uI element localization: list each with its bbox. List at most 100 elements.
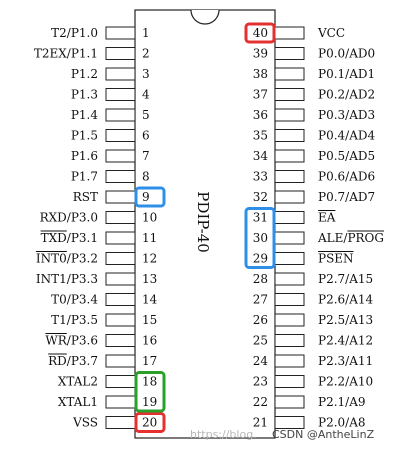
- pin-lead: [274, 26, 305, 40]
- pin-number: 27: [253, 293, 268, 307]
- pin-number: 22: [253, 395, 268, 409]
- pin-lead: [274, 334, 305, 347]
- pin-lead: [274, 395, 305, 409]
- pin-39: P0.0/AD0 39: [253, 47, 375, 61]
- pin-lead: [274, 67, 305, 81]
- pin-lead: [274, 129, 305, 142]
- pin-name: PSEN: [318, 252, 354, 266]
- pin-lead: [105, 190, 136, 204]
- pin-lead: [105, 416, 136, 429]
- pin-22: P2.1/A9 22: [253, 395, 366, 409]
- pin-number: 34: [253, 149, 269, 163]
- pin-lead: [274, 88, 305, 101]
- pin-name: P0.3/AD3: [318, 108, 375, 122]
- pin-name: P2.2/A10: [318, 375, 373, 389]
- pin-name: P0.6/AD6: [318, 170, 375, 184]
- watermark-faint: https://blog.: [190, 428, 257, 441]
- pin-name: P1.7: [71, 170, 98, 184]
- pin-number: 20: [142, 416, 157, 430]
- pin-lead: [105, 354, 136, 368]
- highlight-group: [134, 22, 276, 433]
- pin-number: 10: [142, 211, 157, 225]
- pin-number: 15: [142, 313, 157, 327]
- pin-lead: [274, 108, 305, 122]
- pin-number: 25: [253, 334, 268, 348]
- pin-name: P2.4/A12: [318, 334, 373, 348]
- pin-name: P2.5/A13: [318, 313, 373, 327]
- pin-name: P2.1/A9: [318, 395, 366, 409]
- pin-number: 3: [142, 67, 150, 81]
- pin-number: 13: [142, 272, 157, 286]
- pin-name: VCC: [317, 26, 345, 40]
- pin-name: ALE/PROG: [317, 231, 384, 245]
- pin-lead: [274, 211, 305, 224]
- pin-lead: [105, 395, 136, 409]
- pin-number: 12: [142, 252, 157, 266]
- pin-name: P1.5: [71, 129, 98, 143]
- pin-number: 4: [142, 88, 150, 102]
- pin-number: 1: [142, 26, 150, 40]
- pin-40: VCC 40: [253, 26, 345, 40]
- pin-name: INT1/P3.3: [36, 272, 98, 286]
- pin-name: WR/P3.6: [45, 334, 98, 348]
- pin-name: P0.1/AD1: [318, 67, 375, 81]
- pin-number: 35: [253, 129, 268, 143]
- pin-name: P0.0/AD0: [318, 47, 375, 61]
- pin-number: 16: [142, 334, 157, 348]
- pin-name: TXD/P3.1: [41, 231, 98, 245]
- pin-lead: [274, 293, 305, 306]
- pin-name: P0.4/AD4: [318, 129, 375, 143]
- pin-number: 24: [253, 354, 269, 368]
- chip-notch: [190, 9, 220, 25]
- pin-name: P2.7/A15: [318, 272, 373, 286]
- pin-lead: [274, 416, 305, 429]
- pin-lead: [274, 313, 305, 327]
- pin-number: 38: [253, 67, 268, 81]
- pin-number: 39: [253, 47, 268, 61]
- pin-name: P2.0/A8: [318, 416, 366, 430]
- pin-lead: [105, 252, 136, 265]
- pin-lead: [274, 149, 305, 163]
- pin-name: XTAL1: [58, 395, 98, 409]
- pin-lead: [105, 293, 136, 306]
- package-label: PDIP-40: [194, 191, 212, 252]
- pin-16: WR/P3.6 16: [45, 333, 157, 348]
- pin-number: 40: [253, 26, 268, 40]
- pin-21: P2.0/A8 21: [253, 416, 366, 430]
- pin-lead: [105, 334, 136, 347]
- pin-number: 8: [142, 170, 150, 184]
- pin-lead: [274, 170, 305, 183]
- pin-lead: [105, 149, 136, 163]
- pin-number: 21: [253, 416, 268, 430]
- pin-number: 9: [142, 190, 150, 204]
- pin-name: P1.6: [71, 149, 98, 163]
- pin-number: 18: [142, 375, 157, 389]
- highlight-box-pin-20: [134, 412, 166, 433]
- pin-name: T0/P3.4: [51, 293, 98, 307]
- pin-lead: [105, 170, 136, 183]
- pin-lead: [274, 190, 305, 204]
- pin-name: RD/P3.7: [48, 354, 98, 368]
- pin-lead: [274, 375, 305, 388]
